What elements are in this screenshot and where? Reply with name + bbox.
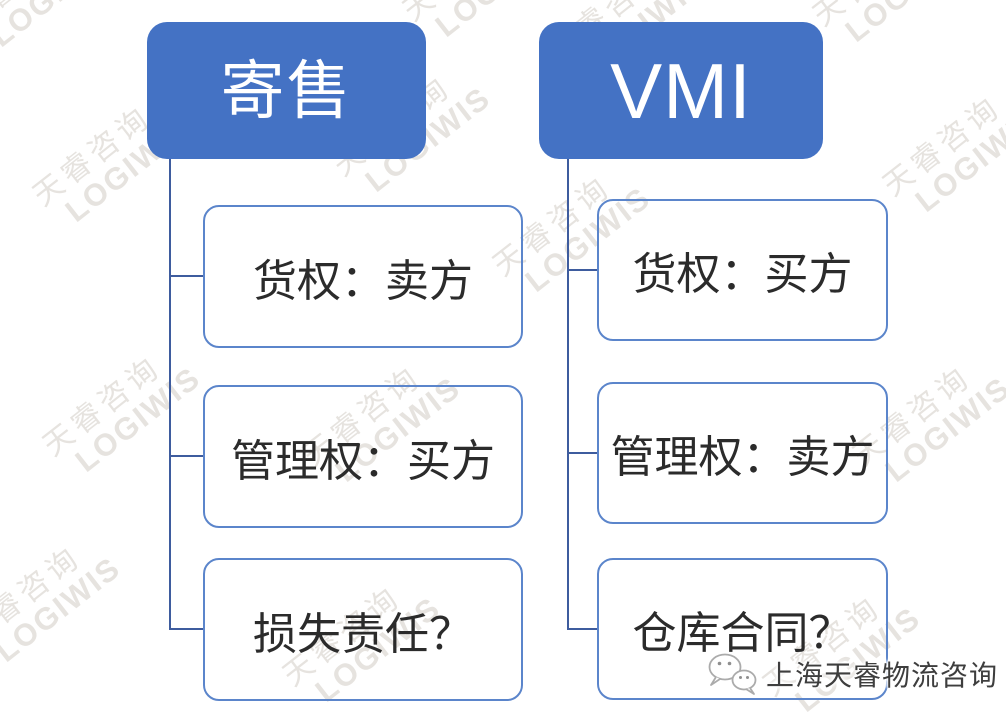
- consignment-item-loss-liability-label: 损失责任？: [253, 609, 473, 659]
- vmi-item-ownership: 货权：买方: [597, 199, 888, 341]
- watermark-text-en: LOGIWIS: [838, 0, 976, 48]
- consignment-item-management: 管理权：买方: [203, 385, 523, 528]
- connector-trunk-vmi: [567, 159, 569, 630]
- connector-trunk-consignment: [169, 159, 171, 630]
- wechat-icon: [708, 653, 757, 695]
- watermark-text-en: LOGIWIS: [908, 99, 1006, 219]
- watermark-text-en: LOGIWIS: [0, 0, 122, 53]
- vmi-header-label: VMI: [610, 46, 752, 135]
- vmi-item-management: 管理权：卖方: [597, 382, 888, 524]
- consignment-item-management-label: 管理权：买方: [231, 436, 495, 486]
- connector-branch-vmi-1: [567, 269, 597, 271]
- watermark-text-en: LOGIWIS: [0, 549, 127, 669]
- vmi-item-ownership-label: 货权：买方: [632, 250, 853, 299]
- watermark-text-en: LOGIWIS: [68, 359, 207, 479]
- watermark-text-cn: 天睿咨询: [877, 90, 1006, 203]
- connector-branch-consignment-3: [169, 628, 203, 630]
- vmi-item-management-label: 管理权：卖方: [610, 433, 875, 482]
- watermark-text-en: LOGIWIS: [878, 369, 1006, 489]
- watermark-text-cn: 天睿咨询: [0, 0, 102, 38]
- connector-branch-vmi-3: [567, 628, 597, 630]
- consignment-header-label: 寄售: [220, 54, 353, 127]
- connector-branch-consignment-2: [169, 455, 203, 457]
- vmi-header-box: VMI: [539, 22, 823, 159]
- consignment-item-ownership-label: 货权：卖方: [253, 256, 473, 306]
- watermark-text-cn: 天睿咨询: [397, 0, 547, 28]
- vmi-item-warehouse-contract: 仓库合同？: [597, 558, 888, 700]
- vmi-item-warehouse-contract-label: 仓库合同？: [632, 609, 853, 658]
- consignment-header-box: 寄售: [147, 22, 426, 159]
- consignment-item-ownership: 货权：卖方: [203, 205, 523, 348]
- watermark-text-cn: 天睿咨询: [0, 540, 88, 653]
- watermark-text-cn: 天睿咨询: [37, 350, 168, 463]
- footer-logo-text: 上海天睿物流咨询: [766, 660, 999, 691]
- consignment-item-loss-liability: 损失责任？: [203, 558, 523, 701]
- connector-branch-consignment-1: [169, 275, 203, 277]
- footer-logo: 上海天睿物流咨询: [704, 650, 998, 698]
- connector-branch-vmi-2: [567, 452, 597, 454]
- watermark-text-cn: 天睿咨询: [807, 0, 957, 33]
